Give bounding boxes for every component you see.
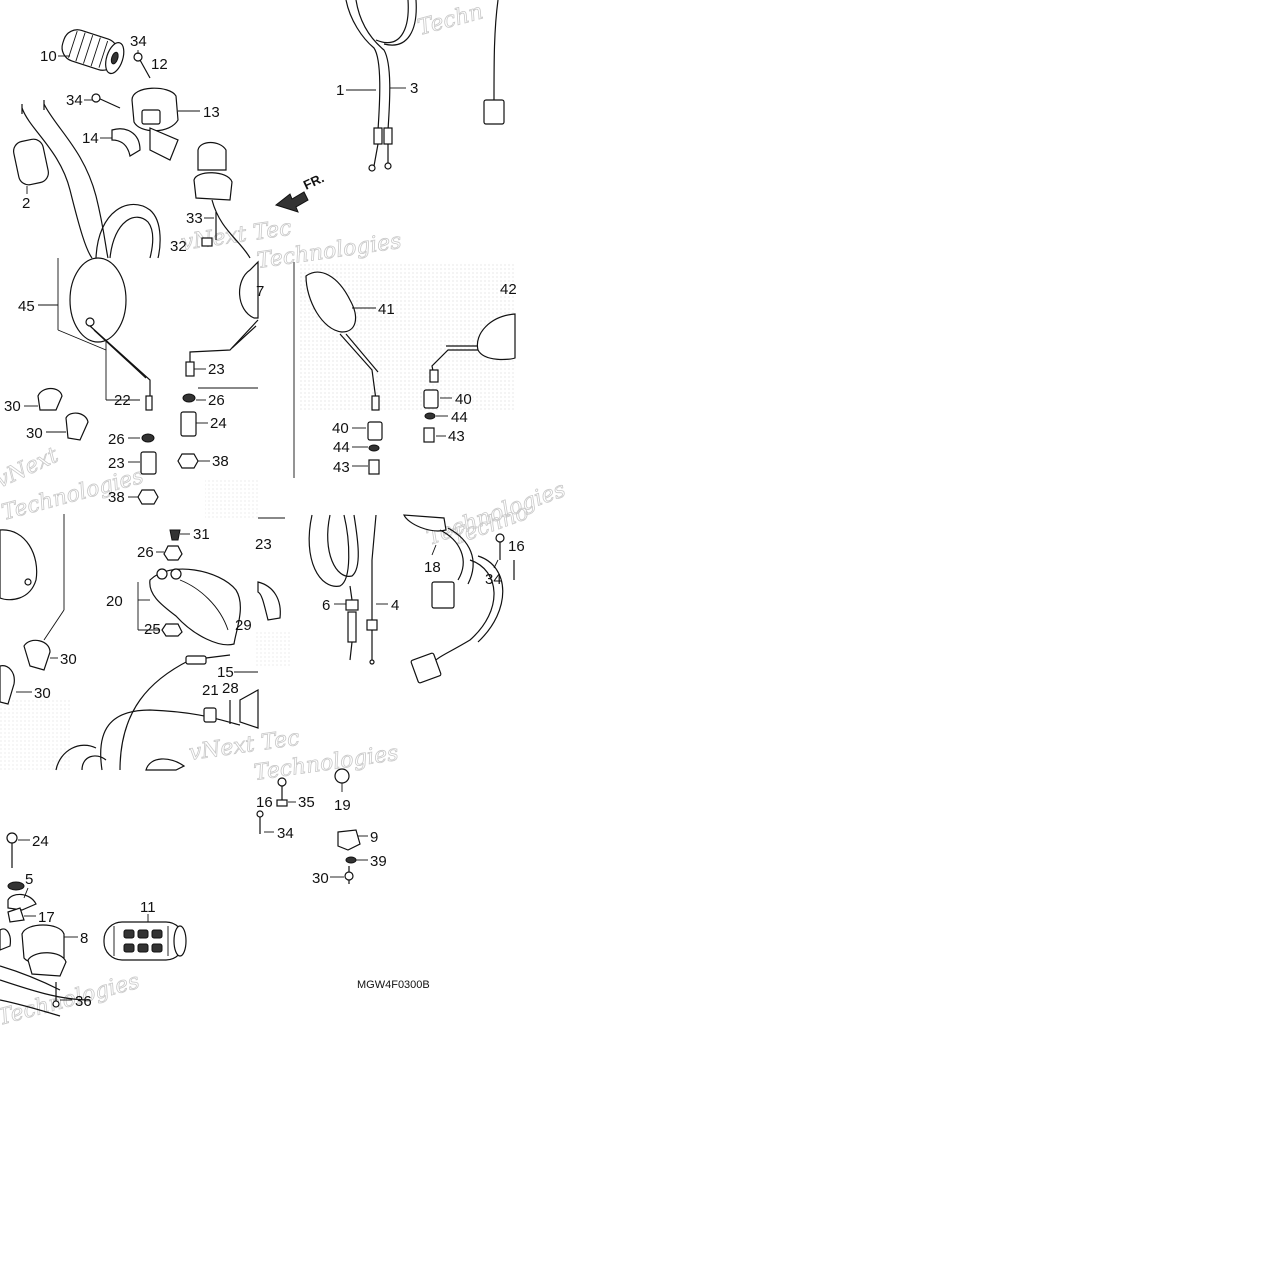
callout: 11 bbox=[140, 899, 156, 916]
watermark: Techn bbox=[415, 0, 486, 41]
callout: 9 bbox=[370, 829, 378, 846]
callout: 2 bbox=[22, 195, 30, 212]
direction-label: FR. bbox=[301, 170, 326, 192]
callout: 30 bbox=[26, 425, 43, 442]
callout: 7 bbox=[256, 283, 264, 300]
callout: 23 bbox=[255, 536, 272, 553]
round-mirror-group bbox=[37, 257, 259, 505]
callouts-lower-middle: 31 26 20 25 29 15 21 28 bbox=[106, 526, 258, 699]
callout: 39 bbox=[370, 853, 387, 870]
callout: 30 bbox=[312, 870, 329, 887]
callout: 34 bbox=[485, 571, 502, 588]
callout: 1 bbox=[336, 82, 344, 99]
callouts-bottom-middle: 16 35 19 34 9 39 30 bbox=[256, 794, 387, 887]
clutch-cable-group bbox=[345, 0, 505, 172]
callout: 24 bbox=[210, 415, 227, 432]
callout: 17 bbox=[38, 909, 55, 926]
callout: 30 bbox=[4, 398, 21, 415]
callout: 16 bbox=[256, 794, 273, 811]
small-parts-group bbox=[256, 768, 361, 884]
callout: 13 bbox=[203, 104, 220, 121]
callout: 21 bbox=[202, 682, 219, 699]
callout: 4 bbox=[391, 597, 399, 614]
callouts-top-left: 10 34 12 34 13 14 2 33 32 bbox=[22, 33, 220, 255]
callout: 31 bbox=[193, 526, 210, 543]
callout: 26 bbox=[108, 431, 125, 448]
callout: 23 bbox=[108, 455, 125, 472]
callout: 36 bbox=[75, 993, 92, 1010]
callout: 44 bbox=[451, 409, 468, 426]
callouts-top-right: 1 3 bbox=[336, 80, 418, 99]
callout: 20 bbox=[106, 593, 123, 610]
callouts-lower-left: 30 30 bbox=[16, 651, 77, 702]
callout: 41 bbox=[378, 301, 395, 318]
callout: 35 bbox=[298, 794, 315, 811]
callout: 44 bbox=[333, 439, 350, 456]
callout: 25 bbox=[144, 621, 161, 638]
callout: 8 bbox=[80, 930, 88, 947]
callouts-lower-right: 6 4 18 34 16 23 bbox=[255, 536, 525, 614]
callout: 45 bbox=[18, 298, 35, 315]
callouts-bottom-left: 24 5 17 11 8 36 bbox=[18, 833, 156, 1010]
callout: 26 bbox=[208, 392, 225, 409]
callout: 30 bbox=[34, 685, 51, 702]
throttle-grip-group: FR. bbox=[13, 29, 326, 259]
lower-mirror-group bbox=[0, 529, 65, 705]
callout: 34 bbox=[66, 92, 83, 109]
left-grip bbox=[103, 921, 187, 961]
shading bbox=[0, 262, 515, 770]
callout: 6 bbox=[322, 597, 330, 614]
sport-mirror-group bbox=[305, 271, 516, 475]
callout: 34 bbox=[130, 33, 147, 50]
callout: 40 bbox=[455, 391, 472, 408]
callout: 24 bbox=[32, 833, 49, 850]
callouts-middle-right: 41 42 40 44 40 43 44 43 bbox=[332, 281, 517, 476]
callout: 43 bbox=[333, 459, 350, 476]
callout: 18 bbox=[424, 559, 441, 576]
callout: 34 bbox=[277, 825, 294, 842]
callout: 43 bbox=[448, 428, 465, 445]
callout: 19 bbox=[334, 797, 351, 814]
callout: 15 bbox=[217, 664, 234, 681]
callout: 42 bbox=[500, 281, 517, 298]
callout: 38 bbox=[108, 489, 125, 506]
throttle-grip bbox=[61, 29, 125, 75]
callout: 26 bbox=[137, 544, 154, 561]
callout: 16 bbox=[508, 538, 525, 555]
callout: 33 bbox=[186, 210, 203, 227]
lower-cable-group bbox=[308, 514, 515, 684]
front-arrow-icon bbox=[274, 191, 309, 213]
left-switch-group bbox=[0, 832, 187, 1017]
callout: 32 bbox=[170, 238, 187, 255]
callout: 3 bbox=[410, 80, 418, 97]
callout: 5 bbox=[25, 871, 33, 888]
callout: 22 bbox=[114, 392, 131, 409]
callout: 23 bbox=[208, 361, 225, 378]
callout: 28 bbox=[222, 680, 239, 697]
watermarks: Techn vNext Tec Technologies vNext Techn… bbox=[0, 0, 569, 1031]
drawing-code: MGW4F0300B bbox=[357, 979, 430, 991]
callout: 12 bbox=[151, 56, 168, 73]
callout: 10 bbox=[40, 48, 57, 65]
callout: 30 bbox=[60, 651, 77, 668]
panel-dividers bbox=[57, 258, 295, 610]
callouts-middle-left: 45 7 23 22 26 30 24 30 26 38 23 38 bbox=[4, 283, 264, 506]
watermark: vNext bbox=[0, 443, 62, 494]
callout: 40 bbox=[332, 420, 349, 437]
callout: 14 bbox=[82, 130, 99, 147]
hand-guard-group bbox=[55, 529, 281, 771]
callout: 38 bbox=[212, 453, 229, 470]
callout: 29 bbox=[235, 617, 252, 634]
